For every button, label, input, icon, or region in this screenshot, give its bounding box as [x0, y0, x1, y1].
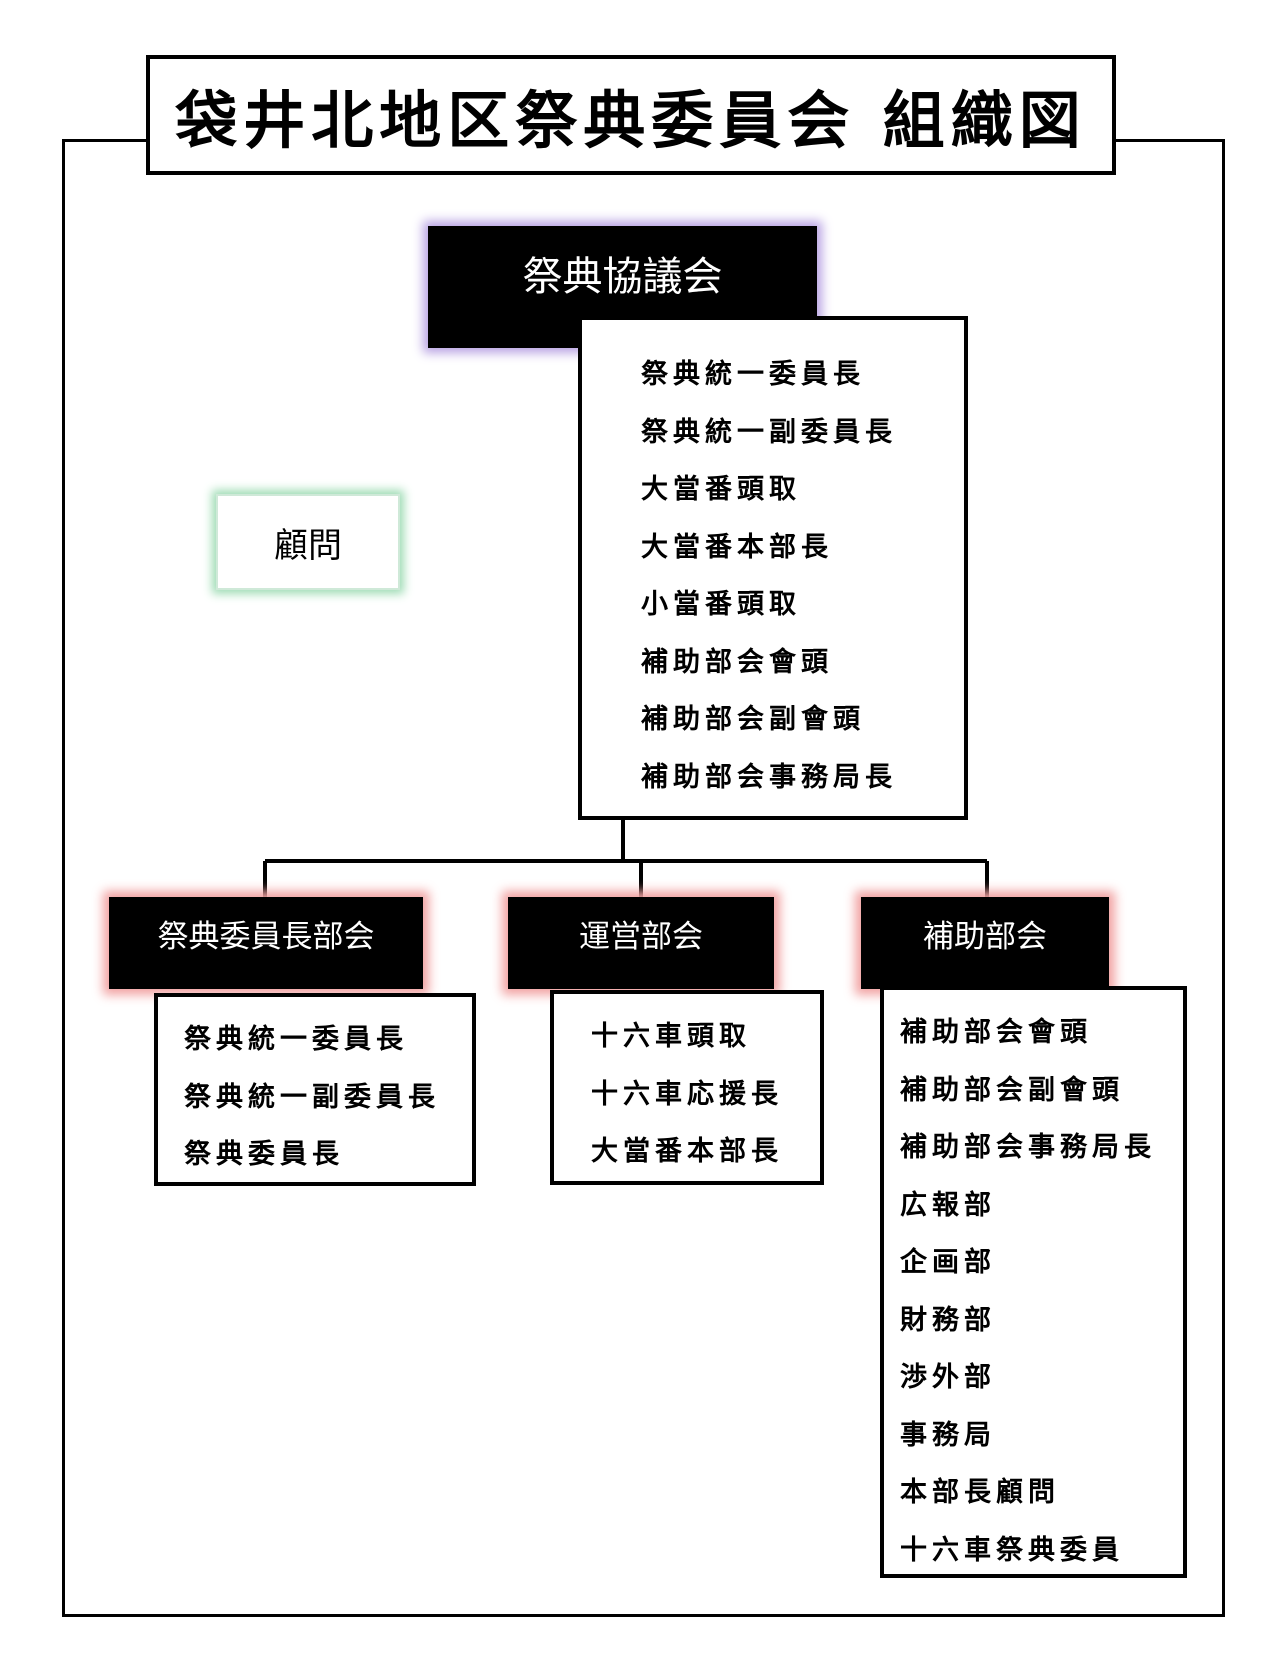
- department-member-list-festival-chairs: 祭典統一委員長 祭典統一副委員長 祭典委員長: [154, 993, 476, 1186]
- department-member: 十六車頭取: [591, 1021, 751, 1052]
- council-member: 祭典統一副委員長: [641, 416, 897, 448]
- department-label: 運営部会: [579, 918, 703, 955]
- department-member: 大當番本部長: [591, 1136, 783, 1167]
- department-member: 祭典委員長: [184, 1139, 344, 1170]
- department-label: 補助部会: [923, 918, 1047, 955]
- department-member: 祭典統一副委員長: [184, 1081, 440, 1113]
- council-member-list: 祭典統一委員長 祭典統一副委員長 大當番頭取 大當番本部長 小當番頭取 補助部会…: [578, 316, 968, 820]
- department-header-operations: 運営部会: [508, 897, 774, 989]
- department-member: 渉外部: [900, 1362, 996, 1393]
- title-box: 袋井北地区祭典委員会 組織図: [146, 55, 1116, 175]
- department-member-list-operations: 十六車頭取 十六車応援長 大當番本部長: [550, 990, 824, 1185]
- department-member: 事務局: [900, 1419, 996, 1451]
- council-member: 補助部会副會頭: [641, 704, 865, 735]
- department-member: 十六車応援長: [591, 1078, 783, 1110]
- department-member: 本部長顧問: [900, 1477, 1060, 1508]
- council-member: 大當番本部長: [641, 531, 833, 563]
- department-label: 祭典委員長部会: [157, 918, 375, 955]
- department-member: 広報部: [900, 1189, 996, 1221]
- council-member: 祭典統一委員長: [641, 359, 865, 390]
- department-member: 企画部: [900, 1247, 996, 1278]
- department-member: 補助部会副會頭: [900, 1074, 1124, 1106]
- council-member: 補助部会會頭: [641, 646, 833, 678]
- council-label: 祭典協議会: [522, 254, 723, 300]
- council-member: 小當番頭取: [641, 589, 801, 620]
- advisor-box: 顧問: [216, 494, 400, 590]
- page-title: 袋井北地区祭典委員会 組織図: [175, 84, 1087, 157]
- council-member: 大當番頭取: [641, 474, 801, 505]
- department-header-festival-chairs: 祭典委員長部会: [109, 897, 423, 989]
- department-member: 補助部会事務局長: [900, 1132, 1156, 1163]
- council-member: 補助部会事務局長: [641, 761, 897, 793]
- department-member: 祭典統一委員長: [184, 1024, 408, 1055]
- department-member-list-support: 補助部会會頭 補助部会副會頭 補助部会事務局長 広報部 企画部 財務部 渉外部 …: [880, 986, 1187, 1578]
- department-member: 十六車祭典委員: [900, 1534, 1124, 1566]
- department-member: 補助部会會頭: [900, 1017, 1092, 1048]
- department-member: 財務部: [900, 1304, 996, 1336]
- department-header-support: 補助部会: [861, 897, 1109, 989]
- advisor-label: 顧問: [274, 525, 342, 566]
